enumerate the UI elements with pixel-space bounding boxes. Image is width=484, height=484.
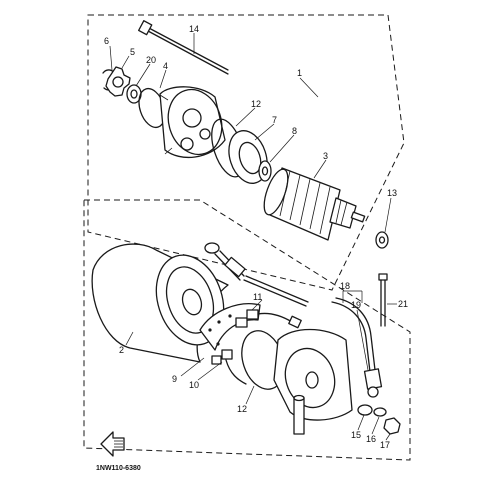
callout-3: 3 — [323, 151, 328, 161]
callout-7: 7 — [272, 115, 277, 125]
callout-4: 4 — [163, 61, 168, 71]
armature — [263, 167, 366, 241]
callout-11: 11 — [253, 292, 262, 302]
callout-2: 2 — [119, 345, 124, 355]
callout-10: 10 — [189, 380, 199, 390]
callout-5: 5 — [130, 47, 135, 57]
callout-16: 16 — [366, 434, 376, 444]
callout-17: 17 — [380, 440, 390, 450]
washer — [126, 84, 142, 104]
through-bolt — [138, 20, 229, 75]
rear-cover — [273, 328, 353, 435]
cable-upper — [204, 242, 309, 307]
callout-9: 9 — [172, 374, 177, 384]
stator-plate — [228, 130, 268, 184]
callout-20: 20 — [146, 55, 156, 65]
insulator — [373, 407, 387, 417]
front-arrow-icon — [100, 431, 125, 457]
small-washer — [375, 231, 389, 249]
callout-12-lower: 12 — [237, 404, 247, 414]
drawing-code: 1NW110-6380 — [96, 465, 141, 472]
callout-12-upper: 12 — [251, 99, 261, 109]
front-cover — [159, 86, 226, 159]
bolt — [378, 273, 388, 327]
callout-8: 8 — [292, 126, 297, 136]
callout-14: 14 — [189, 24, 199, 34]
callout-19: 19 — [351, 300, 361, 310]
terminal-washer — [357, 404, 373, 416]
callout-18: 18 — [340, 281, 350, 291]
leader-lines — [109, 33, 397, 441]
callout-15: 15 — [351, 430, 361, 440]
upper-assembly-boundary — [87, 14, 405, 291]
callout-labels: 1 2 3 4 5 6 7 8 9 10 11 12 12 13 14 15 1… — [104, 24, 408, 450]
thrust-washer — [258, 160, 272, 182]
terminal-cable — [331, 297, 383, 398]
callout-1: 1 — [297, 68, 302, 78]
callout-6: 6 — [104, 36, 109, 46]
brush-holder — [199, 303, 302, 385]
terminal-nut — [383, 417, 401, 435]
callout-13: 13 — [387, 188, 397, 198]
pinion-gear — [105, 66, 131, 97]
callout-21: 21 — [398, 299, 408, 309]
